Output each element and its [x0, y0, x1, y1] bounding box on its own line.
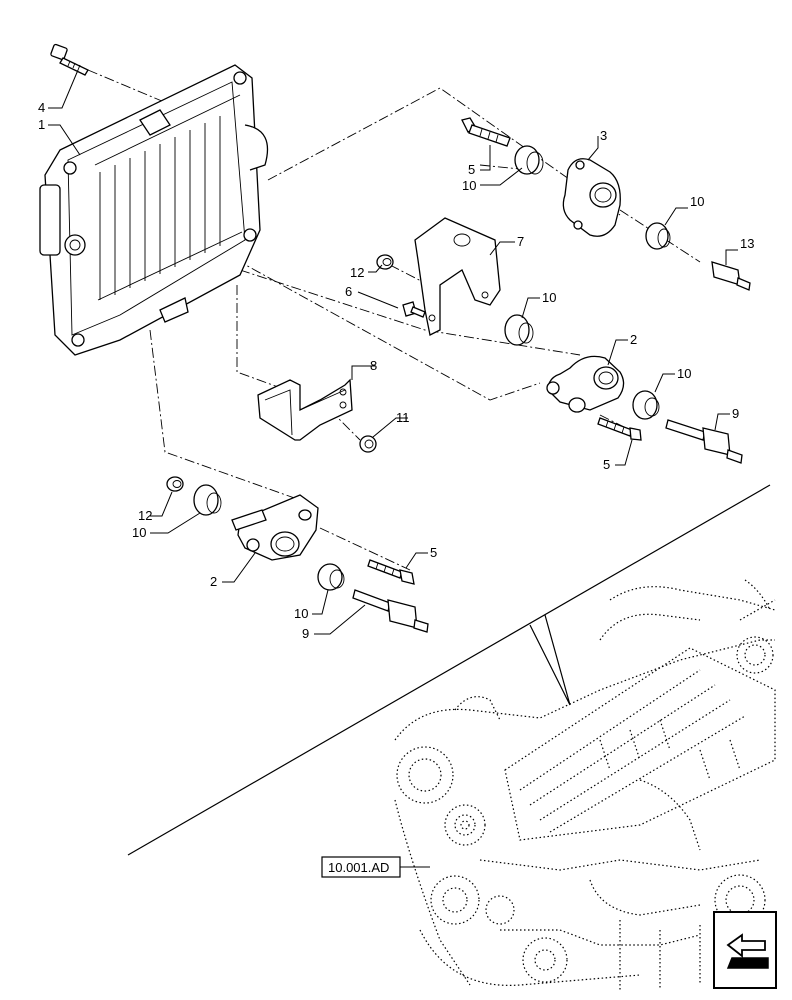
callout-2: 2 — [210, 574, 217, 589]
callout-2: 2 — [630, 332, 637, 347]
callout-5: 5 — [468, 162, 475, 177]
bracket-8 — [257, 378, 353, 441]
callout-11: 11 — [396, 410, 410, 425]
ecu-control-unit — [39, 64, 269, 356]
bolt-5-mid — [597, 417, 642, 441]
callout-10: 10 — [542, 290, 556, 305]
callout-labels: 4 1 3 5 10 10 13 7 12 6 10 2 8 10 9 11 5… — [38, 100, 754, 641]
callout-12: 12 — [350, 265, 364, 280]
nut-12-top — [376, 254, 394, 270]
arrow-icon[interactable] — [713, 911, 777, 989]
callout-8: 8 — [370, 358, 377, 373]
spacer-13 — [711, 261, 751, 291]
reference-label: 10.001.AD — [328, 860, 389, 875]
callout-10: 10 — [677, 366, 691, 381]
callout-5: 5 — [430, 545, 437, 560]
callout-9: 9 — [732, 406, 739, 421]
engine-location-view — [394, 579, 776, 990]
callout-10: 10 — [690, 194, 704, 209]
grommets-10 — [193, 145, 671, 591]
callout-9: 9 — [302, 626, 309, 641]
bracket-7 — [414, 217, 501, 336]
leader-lines — [48, 69, 738, 635]
callout-13: 13 — [740, 236, 754, 251]
bolt-4 — [50, 43, 89, 76]
callout-5: 5 — [603, 457, 610, 472]
callout-3: 3 — [600, 128, 607, 143]
callout-7: 7 — [517, 234, 524, 249]
callout-10: 10 — [462, 178, 476, 193]
callout-12: 12 — [138, 508, 152, 523]
stud-9-bottom — [352, 589, 429, 633]
bracket-3 — [562, 158, 621, 237]
bracket-2-bottom — [231, 494, 319, 561]
bracket-2-right — [546, 355, 625, 413]
callout-10: 10 — [132, 525, 146, 540]
callout-6: 6 — [345, 284, 352, 299]
nut-12-bottom — [166, 476, 184, 492]
nut-11 — [359, 435, 377, 453]
section-divider — [127, 484, 771, 856]
bolt-5-top — [461, 117, 511, 147]
stud-9-right — [665, 419, 743, 464]
callout-1: 1 — [38, 117, 45, 132]
bolt-5-bottom — [367, 559, 415, 585]
reference-box[interactable]: 10.001.AD — [321, 856, 430, 878]
callout-4: 4 — [38, 100, 45, 115]
screw-6 — [402, 301, 426, 318]
callout-10: 10 — [294, 606, 308, 621]
